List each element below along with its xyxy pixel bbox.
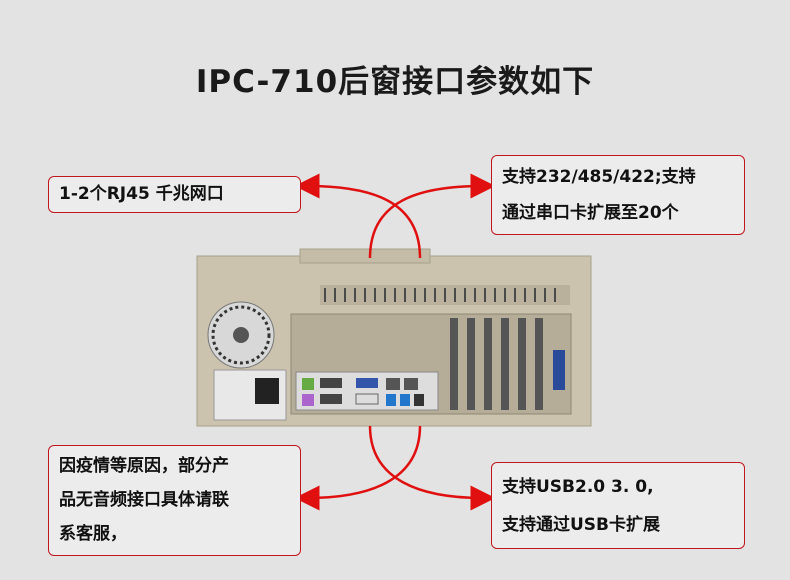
lan-arrow — [294, 173, 422, 259]
callout-serial: 支持232/485/422;支持 通过串口卡扩展至20个 — [491, 155, 745, 235]
callout-text: 支持USB2.0 3. 0, — [502, 477, 654, 497]
callout-usb: 支持USB2.0 3. 0, 支持通过USB卡扩展 — [491, 462, 745, 549]
callout-text: 支持232/485/422;支持 — [502, 167, 696, 187]
callout-text: 品无音频接口具体请联 — [59, 490, 229, 510]
callout-text: 系客服， — [59, 524, 127, 544]
audio-arrow — [294, 425, 422, 511]
callout-text: 因疫情等原因，部分产 — [59, 456, 229, 476]
serial-arrow — [368, 173, 496, 259]
callout-audio: 因疫情等原因，部分产 品无音频接口具体请联 系客服， — [48, 445, 301, 556]
callout-text: 1-2个RJ45 千兆网口 — [59, 184, 224, 204]
callout-text: 通过串口卡扩展至20个 — [502, 203, 679, 223]
rear-io-panel — [290, 313, 572, 415]
callout-lan: 1-2个RJ45 千兆网口 — [48, 176, 301, 213]
callout-arrows — [294, 173, 496, 511]
callout-text: 支持通过USB卡扩展 — [502, 515, 661, 535]
power-supply — [207, 301, 287, 421]
usb-arrow — [368, 425, 496, 511]
page-title: IPC-710后窗接口参数如下 — [195, 64, 595, 100]
